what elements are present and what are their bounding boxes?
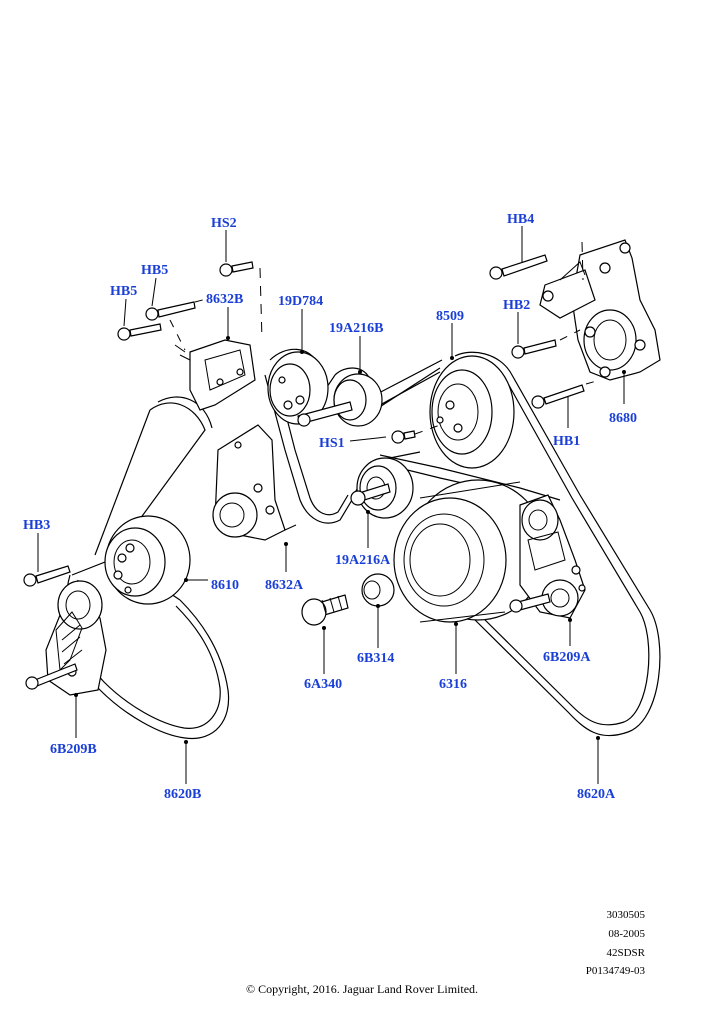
leader-dots — [74, 336, 626, 744]
label-8509: 8509 — [436, 309, 464, 324]
label-8620b: 8620B — [164, 787, 201, 802]
bolt-hb2 — [511, 339, 557, 359]
label-19a216b: 19A216B — [329, 321, 383, 336]
info-line-1: 3030505 — [606, 909, 646, 921]
label-hb4: HB4 — [507, 212, 534, 227]
bolt-idler-a — [350, 483, 391, 506]
info-line-3: 42SDSR — [606, 947, 645, 959]
idler-19a216b — [333, 373, 383, 427]
label-hb3: HB3 — [23, 518, 50, 533]
tensioner-19d784 — [267, 351, 329, 425]
bolt-6b209a — [509, 593, 551, 613]
label-hb5-lower: HB5 — [110, 284, 137, 299]
tensioner-6b209a — [519, 494, 586, 619]
copyright-text: © Copyright, 2016. Jaguar Land Rover Lim… — [245, 982, 479, 996]
label-8632a: 8632A — [265, 578, 304, 593]
bolt-hb5-lower — [117, 323, 162, 341]
label-6316: 6316 — [439, 677, 467, 692]
info-line-2: 08-2005 — [608, 928, 645, 940]
label-6b209b: 6B209B — [50, 742, 97, 757]
label-8620a: 8620A — [577, 787, 616, 802]
spacer-6b314 — [361, 573, 395, 607]
crank-pulley-6316 — [393, 479, 547, 623]
info-line-4: P0134749-03 — [585, 965, 645, 977]
label-8680: 8680 — [609, 411, 637, 426]
bolt-hb4 — [489, 254, 548, 280]
bolt-hb3 — [23, 565, 71, 587]
label-hb1: HB1 — [553, 434, 580, 449]
leader-lines — [37, 226, 625, 784]
bolt-6b209b — [25, 663, 78, 690]
label-hs2: HS2 — [211, 216, 237, 231]
label-hs1: HS1 — [319, 436, 345, 451]
label-8632b: 8632B — [206, 292, 243, 307]
pump-8680 — [539, 239, 661, 381]
assembly-guides — [169, 241, 601, 435]
label-hb5-upper: HB5 — [141, 263, 168, 278]
bolt-hs2 — [219, 261, 254, 277]
label-6b209a: 6B209A — [543, 650, 591, 665]
label-6a340: 6A340 — [304, 677, 342, 692]
bolt-hb5-upper — [145, 301, 196, 321]
label-19a216a: 19A216A — [335, 553, 391, 568]
bolt-hs1 — [391, 430, 416, 444]
label-8610: 8610 — [211, 578, 239, 593]
bolt-6a340 — [301, 594, 349, 626]
bracket-8632b — [174, 339, 256, 411]
pulley-8610 — [104, 515, 191, 605]
part-labels: HS2 HB4 HB5 HB5 8632B 19D784 19A216B 850… — [23, 212, 637, 802]
pulley-8509 — [429, 355, 515, 469]
bolt-idler-b — [297, 401, 353, 427]
bolt-hb1 — [531, 384, 585, 409]
bracket-8632a — [212, 424, 297, 541]
label-hb2: HB2 — [503, 298, 530, 313]
label-19d784: 19D784 — [278, 294, 323, 309]
label-6b314: 6B314 — [357, 651, 394, 666]
